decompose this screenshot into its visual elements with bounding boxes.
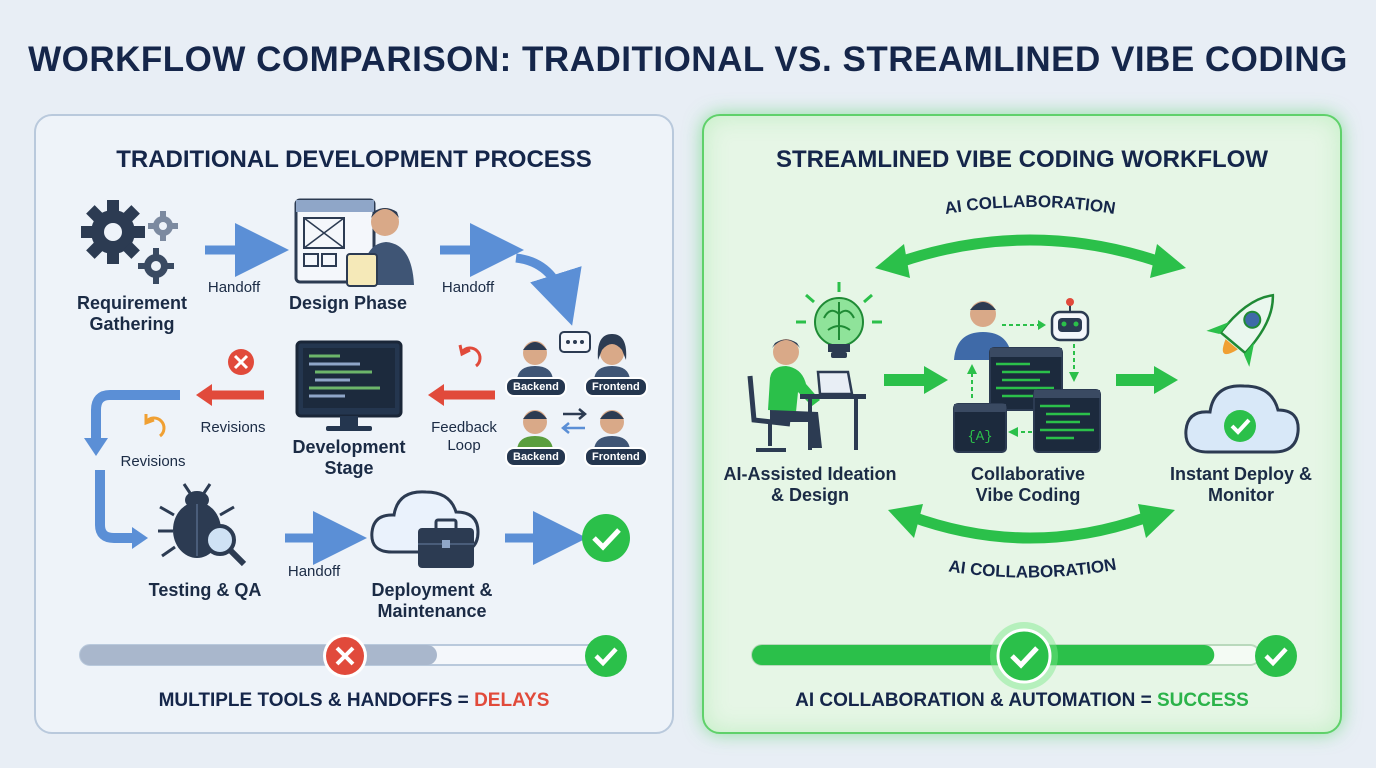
vibe-coding-summary-prefix: AI COLLABORATION & AUTOMATION =	[795, 690, 1157, 711]
revisions-label-1: Revisions	[200, 419, 266, 436]
deployment-maintenance-label: Deployment & Maintenance	[371, 580, 493, 621]
development-stage-label: Development Stage	[292, 437, 406, 478]
testing-qa-label: Testing & QA	[148, 580, 262, 600]
collaborative-vibe-coding-label: Collaborative Vibe Coding	[970, 464, 1086, 505]
vibe-coding-panel: STREAMLINED VIBE CODING WORKFLOW AI COLL…	[702, 114, 1342, 734]
handoff-label-2: Handoff	[441, 279, 495, 296]
frontend-badge-2: Frontend	[584, 447, 648, 467]
traditional-summary-prefix: MULTIPLE TOOLS & HANDOFFS =	[158, 690, 475, 711]
main-title: WORKFLOW COMPARISON: TRADITIONAL VS. STR…	[28, 40, 1348, 79]
traditional-summary: MULTIPLE TOOLS & HANDOFFS = DELAYS	[36, 690, 672, 712]
handoff-label-1: Handoff	[207, 279, 261, 296]
backend-badge-2: Backend	[505, 447, 567, 467]
frontend-badge-1: Frontend	[584, 377, 648, 397]
vibe-coding-summary: AI COLLABORATION & AUTOMATION = SUCCESS	[704, 690, 1340, 712]
traditional-summary-delays: DELAYS	[474, 690, 550, 711]
backend-badge-1: Backend	[505, 377, 567, 397]
traditional-panel: TRADITIONAL DEVELOPMENT PROCESS MULTIPLE…	[34, 114, 674, 734]
feedback-loop-label: Feedback Loop	[431, 419, 497, 454]
traditional-panel-title: TRADITIONAL DEVELOPMENT PROCESS	[116, 146, 592, 173]
instant-deploy-label: Instant Deploy & Monitor	[1169, 464, 1312, 505]
requirement-gathering-label: Requirement Gathering	[76, 293, 188, 334]
vibe-coding-summary-success: SUCCESS	[1157, 690, 1249, 711]
handoff-label-3: Handoff	[287, 563, 341, 580]
vibe-coding-panel-title: STREAMLINED VIBE CODING WORKFLOW	[776, 146, 1268, 173]
ai-assisted-ideation-label: AI-Assisted Ideation & Design	[723, 464, 897, 505]
design-phase-label: Design Phase	[288, 293, 408, 313]
revisions-label-2: Revisions	[120, 453, 186, 470]
